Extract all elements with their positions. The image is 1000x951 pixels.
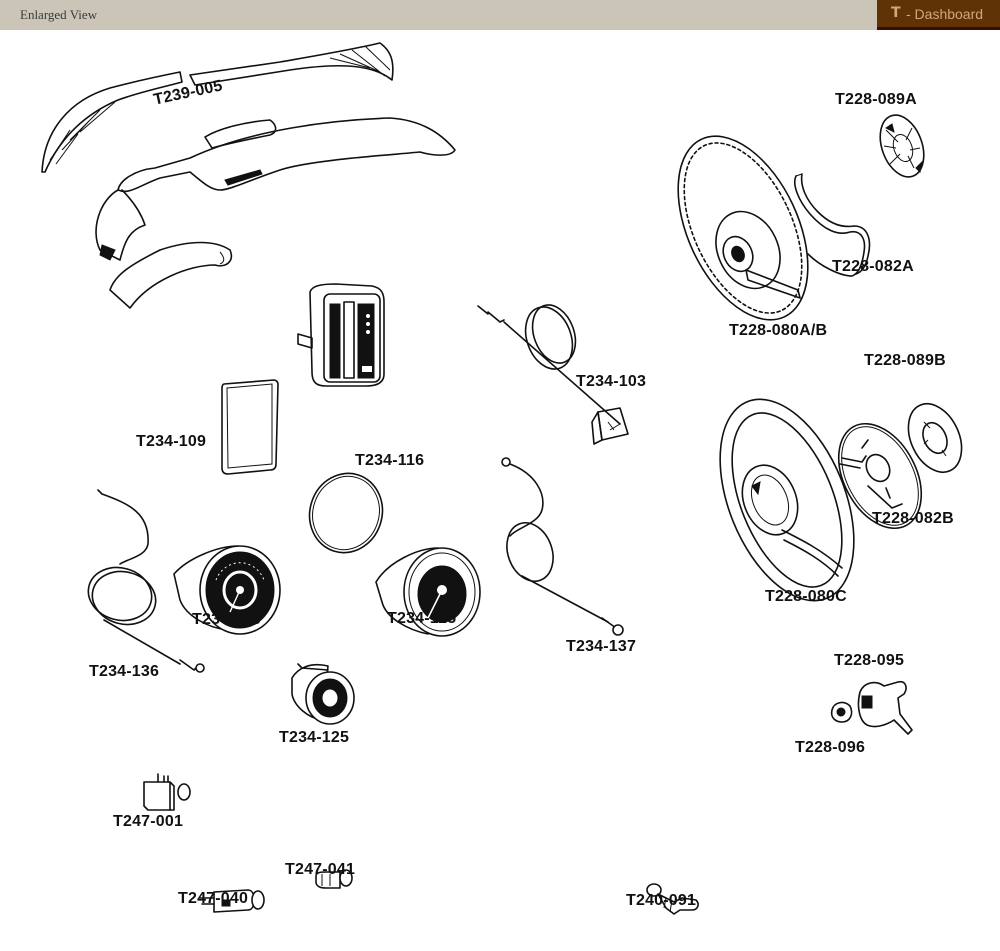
part-label-T228-095[interactable]: T228-095 bbox=[834, 652, 905, 669]
part-label-T234-103[interactable]: T234-103 bbox=[576, 373, 647, 390]
part-label-T247-040[interactable]: T247-040 bbox=[178, 890, 249, 907]
part-label-T234-115[interactable]: T234-115 bbox=[387, 610, 457, 627]
part-art-speedometer[interactable] bbox=[168, 540, 284, 640]
exploded-parts-diagram: T239-005 T228-089A T228-082A T228-080A/B… bbox=[0, 30, 1000, 951]
part-art-horn-push-b[interactable] bbox=[904, 398, 966, 478]
part-art-instrument-housing[interactable] bbox=[296, 282, 390, 392]
part-art-switch[interactable] bbox=[140, 770, 192, 814]
part-art-cigar-lighter[interactable] bbox=[198, 886, 268, 916]
part-art-horn-ring-b[interactable] bbox=[832, 418, 924, 536]
part-art-horn-push-a[interactable] bbox=[876, 110, 932, 182]
part-art-instrument-gasket[interactable] bbox=[218, 378, 282, 478]
part-label-T228-082A[interactable]: T228-082A bbox=[832, 258, 914, 275]
part-art-lighter-element[interactable] bbox=[312, 868, 354, 892]
top-bar: Enlarged View T - Dashboard bbox=[0, 0, 1000, 30]
part-label-T228-080A/B[interactable]: T228-080A/B bbox=[729, 322, 828, 339]
part-label-T228-089B[interactable]: T228-089B bbox=[864, 352, 946, 369]
part-art-speedometer-cable[interactable] bbox=[80, 484, 210, 674]
part-art-horn-ring-a[interactable] bbox=[788, 170, 880, 280]
section-tab-dashboard[interactable]: T - Dashboard bbox=[877, 0, 1000, 30]
part-label-T247-041[interactable]: T247-041 bbox=[285, 861, 356, 878]
part-label-T234-109[interactable]: T234-109 bbox=[136, 433, 207, 450]
part-art-steering-wheel-c[interactable] bbox=[712, 390, 862, 610]
part-art-seal-ring[interactable] bbox=[306, 470, 386, 556]
part-label-T228-082B[interactable]: T228-082B bbox=[872, 510, 954, 527]
part-label-T234-137[interactable]: T234-137 bbox=[566, 638, 637, 655]
section-label: - Dashboard bbox=[906, 6, 984, 22]
part-art-dashboard-top-roll[interactable] bbox=[30, 40, 470, 310]
part-art-tachometer-cable[interactable] bbox=[496, 454, 632, 638]
view-title: Enlarged View bbox=[20, 7, 98, 22]
part-art-panel-lamp[interactable] bbox=[644, 882, 702, 918]
part-label-T234-116[interactable]: T234-116 bbox=[355, 452, 425, 469]
section-letter: T bbox=[891, 5, 901, 21]
part-art-small-gauge[interactable] bbox=[288, 660, 358, 728]
part-label-T228-080C[interactable]: T228-080C bbox=[765, 588, 847, 605]
part-art-tachometer[interactable] bbox=[372, 542, 484, 642]
part-label-T228-089A[interactable]: T228-089A bbox=[835, 91, 917, 108]
part-label-T234-125[interactable]: T234-125 bbox=[279, 729, 350, 746]
part-label-T228-096[interactable]: T228-096 bbox=[795, 739, 866, 756]
part-art-ignition-switch[interactable] bbox=[828, 674, 918, 738]
part-label-T234-136[interactable]: T234-136 bbox=[89, 663, 160, 680]
part-label-T240-091[interactable]: T240-091 bbox=[626, 892, 697, 909]
part-label-T247-001[interactable]: T247-001 bbox=[113, 813, 184, 830]
part-label-T234-110[interactable]: T234-110 bbox=[192, 611, 262, 628]
part-art-temperature-gauge[interactable] bbox=[474, 304, 644, 454]
part-art-steering-wheel-ab[interactable] bbox=[668, 130, 818, 330]
